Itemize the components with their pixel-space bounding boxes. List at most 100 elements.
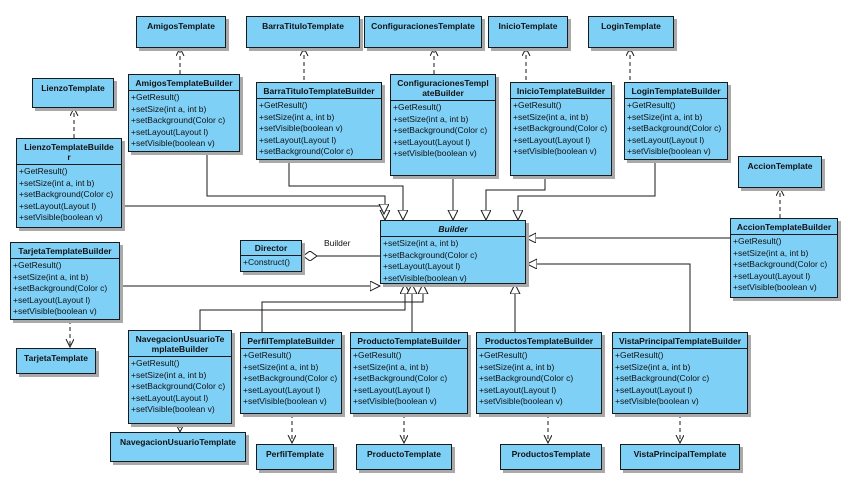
class-name: ProductoTemplate	[367, 449, 441, 459]
operation: +setVisible(boolean v)	[393, 148, 477, 158]
operation: +setLayout(Layout l)	[131, 126, 209, 137]
operation: +GetResult()	[19, 166, 68, 176]
class-director[interactable]: Director +Construct()	[240, 240, 302, 272]
operation: +GetResult()	[353, 350, 402, 360]
class-producto-template-builder[interactable]: ProductoTemplateBuilder +GetResult() +se…	[350, 332, 468, 414]
operation: +setVisible(boolean v)	[13, 306, 97, 316]
class-accion-template-builder[interactable]: AccionTemplateBuilder +GetResult() +setS…	[730, 218, 838, 298]
operation: +setBackground(Color c)	[243, 373, 338, 383]
operation: +GetResult()	[131, 92, 180, 102]
operations-list: +GetResult() +setSize(int a, int b) +set…	[625, 98, 727, 160]
operation: +GetResult()	[615, 350, 664, 360]
gen-vista	[527, 264, 691, 332]
operations-list: +GetResult() +setSize(int a, int b) +set…	[391, 100, 495, 162]
operations-list: +GetResult() +setSize(int a, int b) +set…	[613, 348, 747, 410]
class-amigos-template-builder[interactable]: AmigosTemplateBuilder +GetResult() +setS…	[128, 74, 240, 152]
operation: +setVisible(boolean v)	[627, 146, 711, 156]
class-navegacion-usuario-template-builder[interactable]: NavegacionUsuarioTemplateBuilder +GetRes…	[128, 330, 232, 424]
class-vista-principal-template-builder[interactable]: VistaPrincipalTemplateBuilder +GetResult…	[612, 332, 748, 414]
class-barra-titulo-template-builder[interactable]: BarraTituloTemplateBuilder +GetResult() …	[256, 82, 382, 160]
class-lienzo-template-builder[interactable]: LienzoTemplateBuilder +GetResult() +setS…	[16, 138, 122, 228]
class-accion-template[interactable]: AccionTemplate	[738, 156, 822, 188]
class-amigos-template[interactable]: AmigosTemplate	[136, 16, 226, 48]
class-producto-template[interactable]: ProductoTemplate	[356, 444, 452, 470]
operation: +setSize(int a, int b)	[131, 369, 207, 380]
class-name: PerfilTemplateBuilder	[247, 336, 335, 346]
class-inicio-template[interactable]: InicioTemplate	[488, 16, 568, 48]
class-vista-principal-template[interactable]: VistaPrincipalTemplate	[620, 444, 740, 470]
class-login-template-builder[interactable]: LoginTemplateBuilder +GetResult() +setSi…	[624, 82, 728, 160]
operation: +setLayout(Layout l)	[243, 384, 321, 395]
class-perfil-template[interactable]: PerfilTemplate	[256, 444, 334, 470]
operation: +setSize(int a, int b)	[615, 361, 691, 372]
gen-perfil	[261, 284, 423, 332]
class-name: Director	[254, 243, 288, 253]
operation: +setVisible(boolean v)	[615, 396, 699, 406]
class-inicio-template-builder[interactable]: InicioTemplateBuilder +GetResult() +setS…	[510, 82, 612, 176]
operation: +setSize(int a, int b)	[513, 111, 589, 122]
operation: +setVisible(boolean v)	[353, 396, 437, 406]
class-name: TarjetaTemplate	[24, 353, 88, 363]
operation: +setBackground(Color c)	[353, 373, 448, 383]
operation: +setLayout(Layout l)	[627, 134, 705, 145]
class-login-template[interactable]: LoginTemplate	[588, 16, 674, 48]
class-name: NavegacionUsuarioTemplateBuilder	[135, 334, 225, 354]
operation: +setLayout(Layout l)	[733, 270, 811, 281]
dependency-lines	[70, 48, 780, 443]
class-name: LoginTemplateBuilder	[631, 86, 721, 96]
operation: +setLayout(Layout l)	[131, 392, 209, 403]
class-lienzo-template[interactable]: LienzoTemplate	[32, 78, 114, 108]
operation: +setLayout(Layout l)	[479, 384, 557, 395]
operation: +setSize(int a, int b)	[19, 177, 95, 188]
gen-inicio	[486, 176, 546, 220]
operation: +Construct()	[243, 257, 290, 267]
operation: +setBackground(Color c)	[615, 373, 710, 383]
class-name: BarraTituloTemplate	[262, 21, 344, 31]
class-tarjeta-template[interactable]: TarjetaTemplate	[16, 348, 96, 374]
operation: +GetResult()	[243, 350, 292, 360]
operations-list: +setSize(int a, int b) +setBackground(Co…	[381, 236, 525, 286]
operations-list: +GetResult() +setSize(int a, int b) +set…	[241, 348, 341, 410]
operation: +setLayout(Layout l)	[513, 134, 591, 145]
class-name: TarjetaTemplateBuilder	[18, 246, 112, 256]
operations-list: +GetResult() +setSize(int a, int b) +set…	[511, 98, 611, 160]
class-tarjeta-template-builder[interactable]: TarjetaTemplateBuilder +GetResult() +set…	[10, 242, 120, 320]
operation: +setVisible(boolean v)	[19, 212, 103, 222]
class-name: VistaPrincipalTemplateBuilder	[618, 336, 742, 346]
operation: +setBackground(Color c)	[131, 115, 226, 125]
operation: +setVisible(boolean v)	[479, 396, 563, 406]
class-name: ConfiguracionesTemplateBuilder	[397, 78, 489, 98]
class-name: PerfilTemplate	[266, 449, 324, 459]
generalization-lines	[120, 152, 730, 332]
class-name: AmigosTemplate	[147, 21, 215, 31]
class-configuraciones-template[interactable]: ConfiguracionesTemplate	[364, 16, 482, 48]
class-perfil-template-builder[interactable]: PerfilTemplateBuilder +GetResult() +setS…	[240, 332, 342, 414]
class-productos-template[interactable]: ProductosTemplate	[500, 444, 602, 470]
operations-list: +GetResult() +setSize(int a, int b) +set…	[11, 258, 119, 320]
class-name: Builder	[438, 224, 468, 234]
class-configuraciones-template-builder[interactable]: ConfiguracionesTemplateBuilder +GetResul…	[390, 74, 496, 176]
operation: +setLayout(Layout l)	[19, 200, 97, 211]
operation: +setLayout(Layout l)	[259, 134, 337, 145]
operation: +setBackground(Color c)	[383, 249, 478, 260]
class-navegacion-usuario-template[interactable]: NavegacionUsuarioTemplate	[110, 432, 246, 462]
operation: +setBackground(Color c)	[733, 259, 828, 269]
class-name: InicioTemplateBuilder	[516, 86, 606, 96]
operation: +setBackground(Color c)	[513, 123, 608, 133]
class-name: VistaPrincipalTemplate	[633, 449, 727, 459]
class-builder[interactable]: Builder +setSize(int a, int b) +setBackg…	[380, 220, 526, 284]
operation: +GetResult()	[393, 102, 442, 112]
operation: +GetResult()	[13, 260, 62, 270]
operations-list: +GetResult() +setSize(int a, int b) +set…	[351, 348, 467, 410]
operation: +setBackground(Color c)	[19, 189, 114, 199]
association-label: Builder	[324, 238, 351, 248]
class-productos-template-builder[interactable]: ProductosTemplateBuilder +GetResult() +s…	[476, 332, 602, 414]
operation: +setLayout(Layout l)	[383, 261, 461, 271]
class-name: ProductosTemplate	[511, 449, 591, 459]
class-barra-titulo-template[interactable]: BarraTituloTemplate	[246, 16, 360, 48]
class-name: ProductosTemplateBuilder	[485, 336, 593, 346]
operation: +setSize(int a, int b)	[479, 361, 555, 372]
class-name: AccionTemplateBuilder	[736, 222, 832, 232]
operation: +setVisible(boolean v)	[259, 123, 343, 133]
